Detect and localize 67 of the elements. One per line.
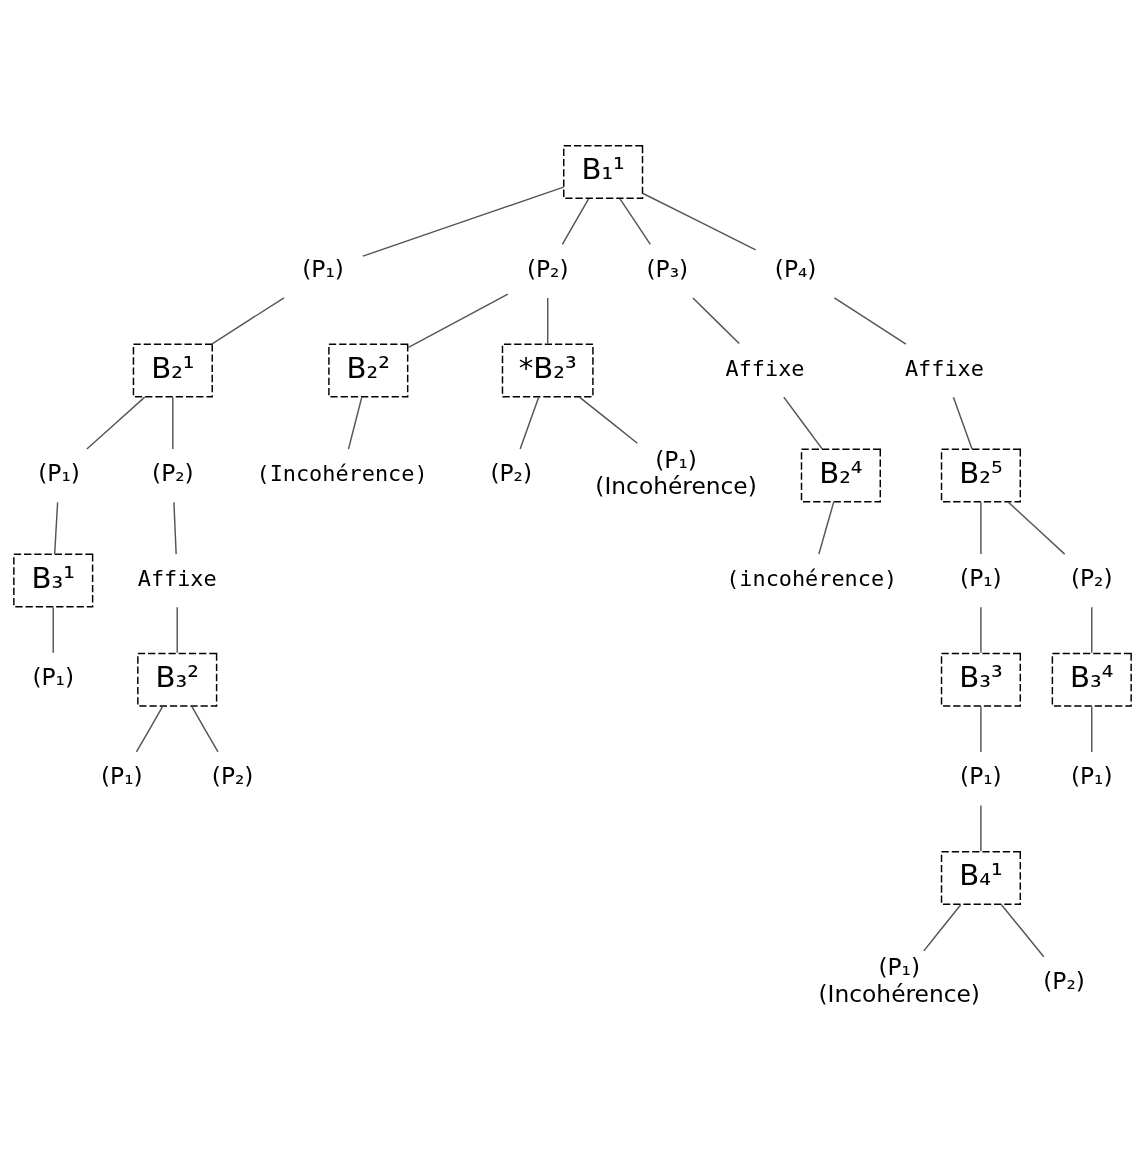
connector	[135, 705, 164, 753]
node-box: B₃³	[940, 652, 1021, 707]
node-box: B₁¹	[563, 145, 644, 200]
node-label: (Incohérence)	[595, 472, 757, 501]
connector	[561, 198, 590, 246]
node-box: B₂¹	[132, 343, 213, 398]
node-box: B₃⁴	[1051, 652, 1132, 707]
node-box: B₂⁵	[940, 448, 1021, 503]
connector	[176, 606, 178, 654]
connector	[52, 606, 54, 654]
node-text: (P₂)	[211, 762, 254, 791]
connector	[86, 396, 146, 450]
node-text: (P₂)	[152, 459, 194, 488]
connector	[211, 297, 285, 345]
node-text: (P₂)	[490, 459, 533, 488]
node-box: B₂⁴	[800, 448, 881, 503]
node-text: Affixe	[904, 355, 984, 381]
node-text: (P₁)	[302, 254, 344, 283]
node-text: (P₂)	[526, 254, 569, 283]
connector	[952, 396, 973, 450]
connector	[641, 192, 757, 251]
node-text: (P₁)	[878, 953, 921, 982]
node-box: *B₂³	[501, 343, 594, 398]
connector	[923, 904, 962, 952]
connector	[692, 297, 740, 345]
node-text: (P₁)	[960, 762, 1002, 791]
connector	[546, 297, 549, 345]
node-box: B₂²	[328, 343, 409, 398]
connector	[1091, 606, 1093, 654]
node-text: Affixe	[725, 355, 805, 381]
node-text: (P₃)	[646, 254, 689, 283]
connector	[407, 293, 509, 349]
node-text: (P₁)	[960, 564, 1002, 593]
node-text: Affixe	[137, 565, 217, 591]
connector	[833, 297, 907, 345]
connector	[53, 501, 59, 555]
node-box: B₃²	[137, 652, 218, 707]
connector	[362, 186, 565, 257]
connector	[818, 501, 835, 555]
connector	[578, 396, 639, 444]
connector	[783, 396, 824, 450]
node-text: (P₂)	[1043, 966, 1085, 995]
connector	[1091, 705, 1093, 753]
connector	[347, 396, 363, 450]
node-text: (P₁)	[655, 445, 697, 474]
node-text: (P₄)	[774, 254, 817, 283]
connector	[173, 501, 177, 555]
connector	[980, 804, 982, 852]
connector	[1007, 501, 1066, 555]
node-label: (Incohérence)	[818, 979, 980, 1008]
node-box: B₃¹	[13, 553, 94, 608]
node-text: (Incohérence)	[256, 460, 428, 486]
node-box: B₄¹	[940, 851, 1021, 906]
connector	[980, 501, 982, 555]
node-text: (P₁)	[1070, 762, 1113, 791]
node-text: (P₁)	[100, 762, 143, 791]
connector	[980, 606, 982, 654]
connector	[519, 396, 540, 450]
node-text: (P₁)	[32, 663, 75, 692]
connector	[1000, 904, 1045, 958]
node-text: (incohérence)	[726, 565, 898, 591]
connector	[191, 705, 219, 753]
node-text: (P₁)	[38, 459, 80, 488]
connector	[619, 198, 652, 246]
connector	[980, 705, 982, 753]
connector	[172, 396, 174, 450]
node-text: (P₂)	[1070, 564, 1113, 593]
